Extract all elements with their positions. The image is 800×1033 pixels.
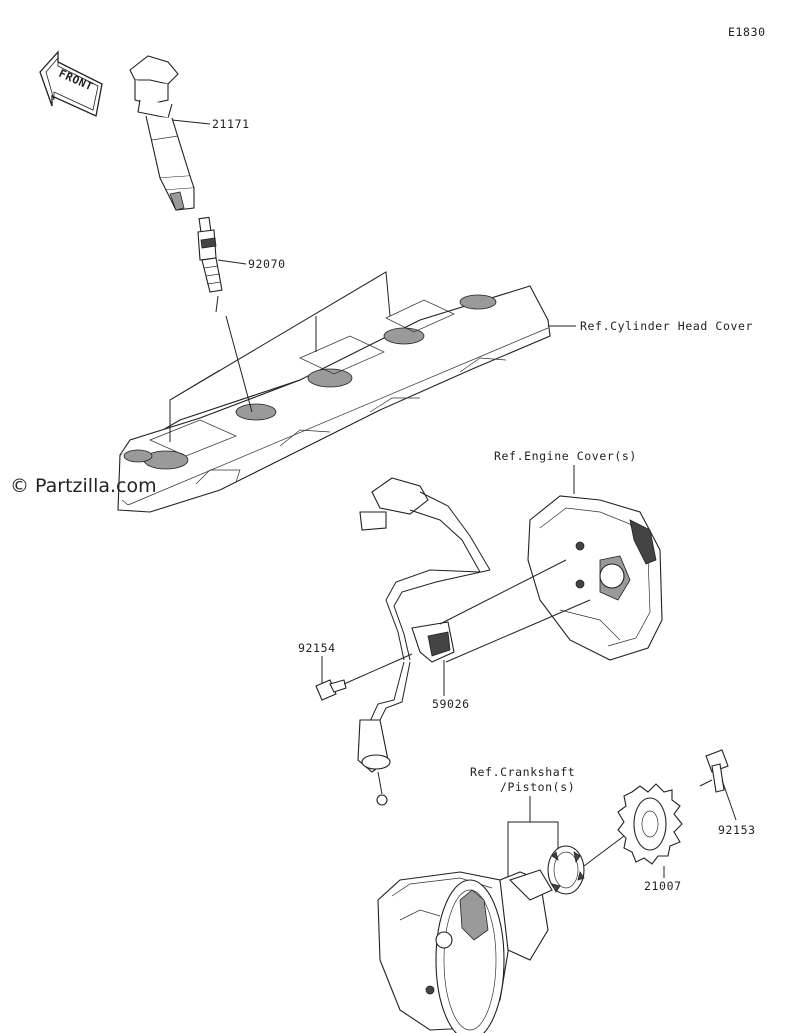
ignition-coil: [129, 55, 211, 211]
pickup-coil-harness: [357, 477, 591, 806]
part-label-92154: 92154: [298, 641, 336, 655]
part-label-21007: 21007: [644, 879, 682, 893]
front-arrow-icon: FRONT: [39, 50, 103, 117]
engine-cover: [527, 495, 663, 661]
part-label-92070: 92070: [248, 257, 286, 271]
crankshaft: [377, 869, 553, 1033]
bolt-92154: [315, 653, 413, 701]
cylinder-head-cover: [117, 271, 576, 513]
part-label-59026: 59026: [432, 697, 470, 711]
bolt-92153: [699, 749, 737, 821]
part-label-21171: 21171: [212, 117, 250, 131]
timing-rotor: [617, 783, 683, 878]
ref-crankshaft-line1: Ref.Crankshaft: [470, 765, 575, 779]
ref-cylinder-head-cover: Ref.Cylinder Head Cover: [580, 319, 753, 333]
crank-gear: [547, 835, 625, 895]
watermark: © Partzilla.com: [10, 475, 157, 497]
spark-plug: [197, 216, 247, 313]
diagram-code: E1830: [728, 25, 766, 39]
part-label-92153: 92153: [718, 823, 756, 837]
ref-engine-cover: Ref.Engine Cover(s): [494, 449, 637, 463]
ref-crankshaft-line2: /Piston(s): [500, 780, 575, 794]
